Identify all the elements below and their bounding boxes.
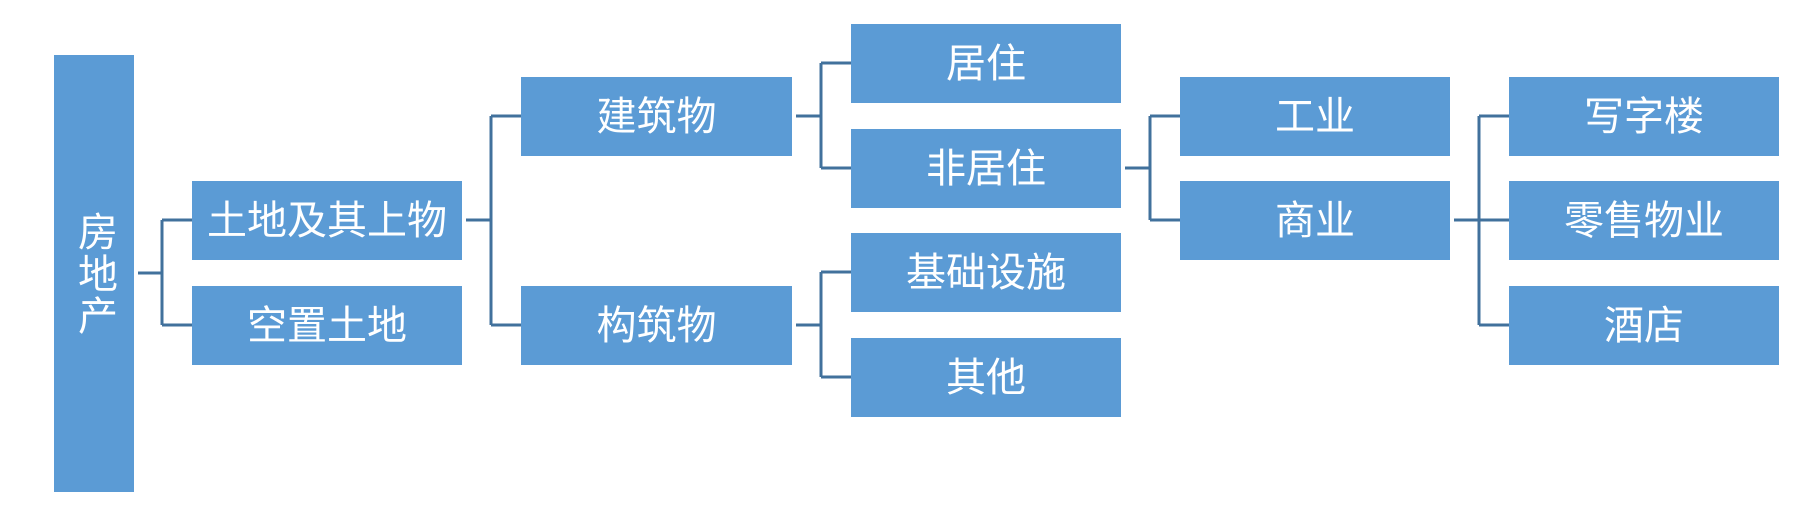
node-buildings: 建筑物: [521, 77, 792, 156]
node-vacant-land: 空置土地: [192, 286, 462, 365]
node-office: 写字楼: [1509, 77, 1779, 156]
node-commercial: 商业: [1180, 181, 1450, 260]
node-structures: 构筑物: [521, 286, 792, 365]
node-retail: 零售物业: [1509, 181, 1779, 260]
node-infrastructure: 基础设施: [851, 233, 1121, 312]
node-industrial: 工业: [1180, 77, 1450, 156]
node-non-residential: 非居住: [851, 129, 1121, 208]
node-land-and-buildings: 土地及其上物: [192, 181, 462, 260]
node-other: 其他: [851, 338, 1121, 417]
node-hotel: 酒店: [1509, 286, 1779, 365]
node-residential: 居住: [851, 24, 1121, 103]
node-real-estate: 房地产: [54, 55, 134, 492]
